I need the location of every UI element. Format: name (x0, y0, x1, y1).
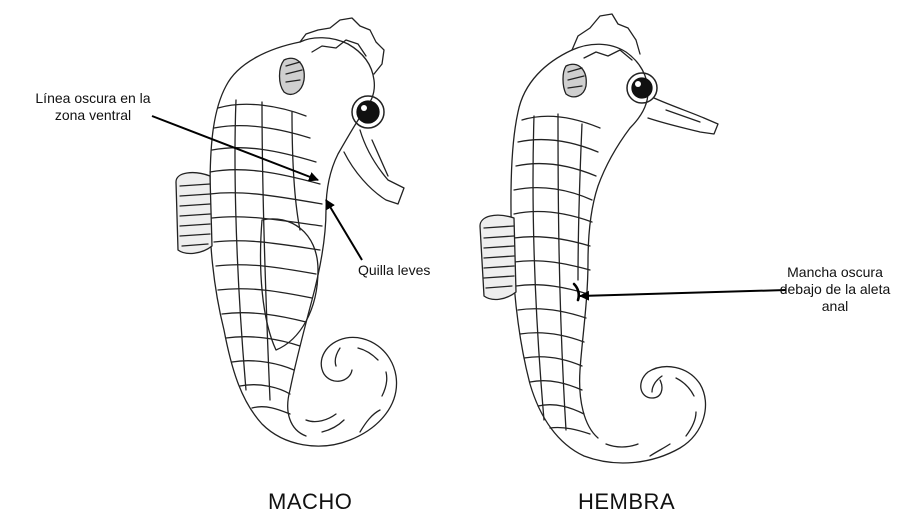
arrow-quilla (326, 200, 362, 260)
male-seahorse-drawing (176, 18, 404, 446)
female-seahorse-drawing (480, 14, 718, 463)
label-linea-ventral-line-1: Línea oscura en la (8, 90, 178, 107)
arrow-mancha (580, 290, 786, 296)
label-mancha-line-1: Mancha oscura (760, 264, 910, 281)
label-mancha-line-2: debajo de la aleta (760, 281, 910, 298)
label-linea-ventral-line-2: zona ventral (8, 107, 178, 124)
caption-female: HEMBRA (578, 489, 675, 515)
label-mancha-line-3: anal (760, 298, 910, 315)
label-quilla: Quilla leves (358, 262, 430, 279)
caption-male: MACHO (268, 489, 352, 515)
